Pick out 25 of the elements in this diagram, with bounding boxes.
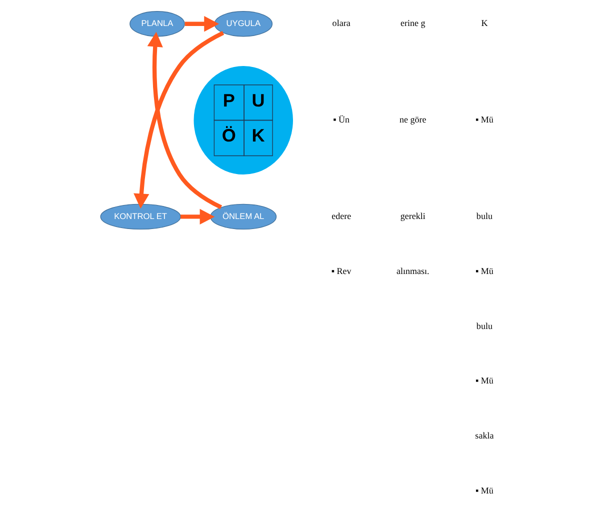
label: edere — [331, 211, 351, 222]
label: ▪ Mü — [474, 376, 493, 386]
node-ellipse: ÖNLEM AL — [210, 204, 276, 230]
label: ▪ Mü — [474, 114, 493, 125]
label: olara — [332, 18, 350, 28]
label: alınması. — [396, 266, 429, 276]
node-circle: P U Ö K — [193, 66, 292, 175]
label: ▪ Ün — [332, 114, 350, 125]
label: bulu — [476, 320, 492, 331]
label: erine g — [400, 18, 425, 28]
arrow — [133, 31, 224, 209]
arrow — [184, 16, 219, 32]
label: ne göre — [399, 114, 426, 125]
arrow — [180, 208, 214, 225]
label: ▪ Mü — [474, 485, 493, 496]
node-ellipse: KONTROL ET — [100, 204, 180, 230]
label: gerekli — [400, 211, 425, 222]
node-ellipse: UYGULA — [214, 11, 272, 37]
label: ▪ Rev — [330, 266, 351, 276]
node-ellipse: PLANLA — [129, 11, 184, 37]
arrow — [146, 32, 222, 210]
label: ▪ Mü — [474, 266, 493, 276]
label: sakla — [474, 430, 494, 441]
label: bulu — [476, 211, 492, 222]
label: K — [480, 18, 488, 28]
